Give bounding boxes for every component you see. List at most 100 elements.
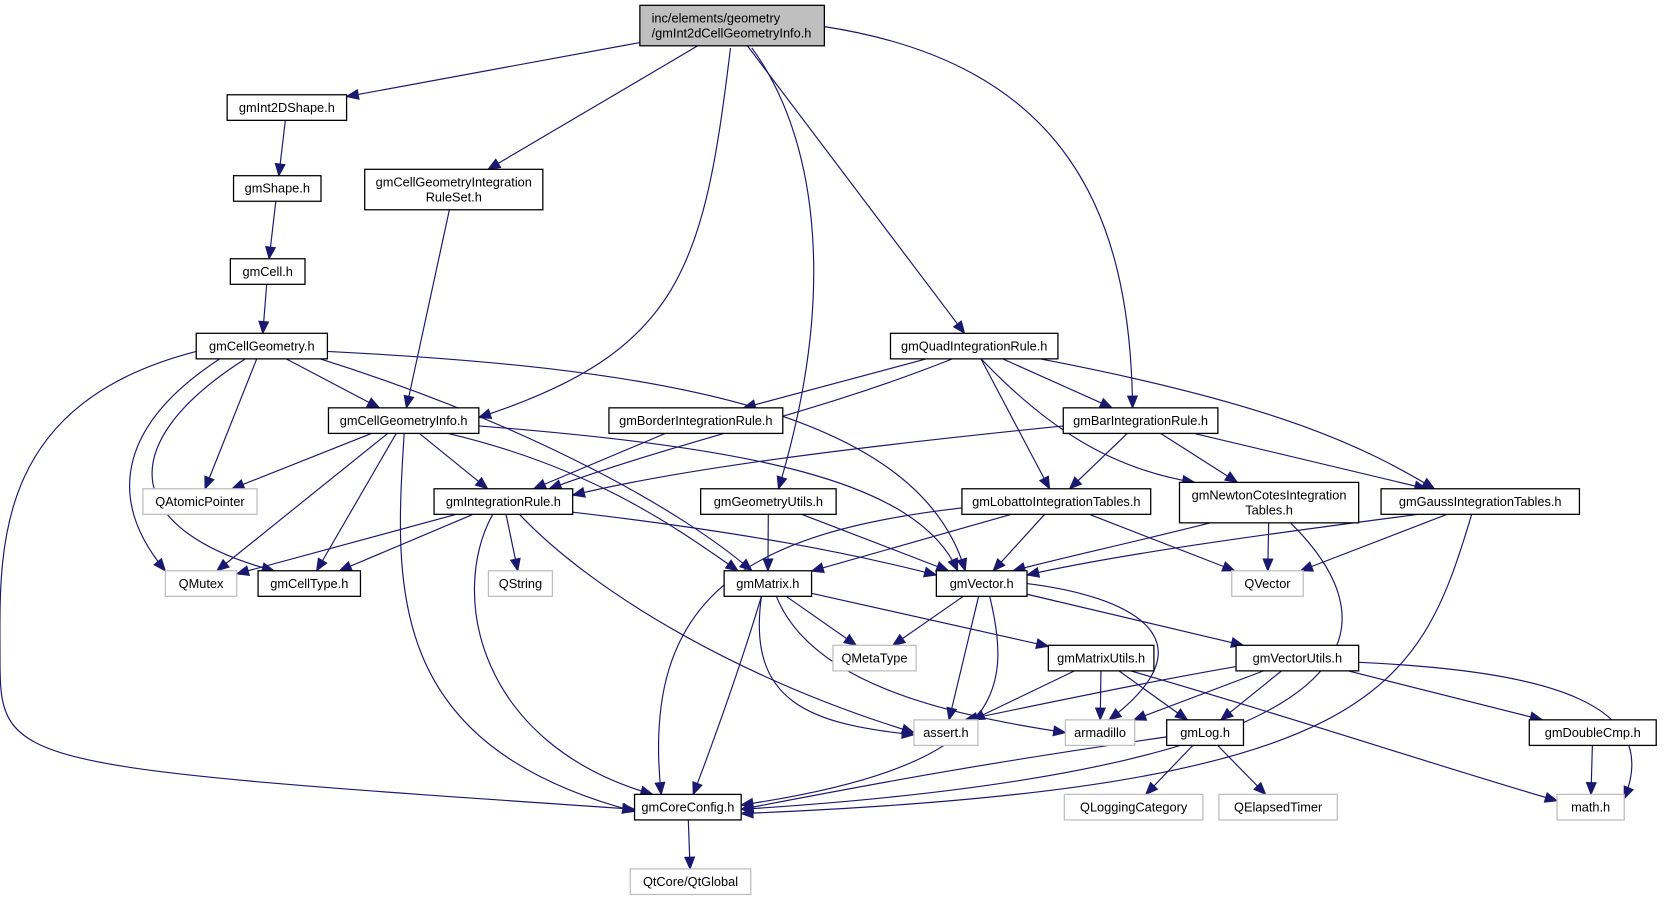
edge-gmCellGeometry-to-gmCellType (151, 358, 275, 572)
edge-gmMatrixUtils-to-math (1130, 670, 1558, 802)
edge-gmLobattoIntegrationTables-to-gmMatrix (811, 513, 1012, 572)
edge-gmLog-to-QElapsedTimer-arrowhead (1253, 781, 1267, 796)
edge-gmQuadIntegrationRule-to-gmBorderIntegrationRule (743, 358, 927, 409)
edge-gmCellGeometryInfo-to-gmMatrix-arrowhead (724, 559, 740, 572)
node-box (487, 570, 554, 597)
node-label: QMetaType (841, 650, 907, 665)
edge-gmLobattoIntegrationTables-to-QVector (1089, 513, 1235, 572)
node-gmCellGeometry[interactable]: gmCellGeometry.h (195, 332, 329, 360)
node-label: QtCore/QtGlobal (643, 874, 738, 889)
edge-gmCellGeometry-to-QMutex-arrowhead (153, 557, 167, 572)
node-gmCell[interactable]: gmCell.h (229, 258, 306, 285)
node-gmVectorUtils[interactable]: gmVectorUtils.h (1235, 644, 1360, 672)
node-label: gmQuadIntegrationRule.h (901, 338, 1047, 353)
node-box (1062, 407, 1219, 435)
edge-root-to-gmBarIntegrationRule-arrowhead (1126, 395, 1139, 410)
edge-gmMatrixUtils-to-gmLog-arrowhead (1174, 708, 1189, 721)
edge-gmCellGeometryInfo-to-gmCellType (316, 433, 397, 572)
node-box (1166, 719, 1245, 747)
node-box (700, 488, 837, 515)
node-gmIntegrationRule[interactable]: gmIntegrationRule.h (433, 488, 574, 515)
edge-gmGaussIntegrationTables-to-QVector (1300, 513, 1448, 572)
node-QtGlobal: QtCore/QtGlobal (629, 868, 752, 896)
edge-gmIntegrationRule-to-QString-arrowhead (509, 557, 521, 573)
node-gmBarIntegrationRule[interactable]: gmBarIntegrationRule.h (1062, 407, 1219, 435)
edge-gmGaussIntegrationTables-to-QVector-arrowhead (1299, 561, 1315, 572)
node-box (629, 868, 752, 896)
edge-gmVectorUtils-to-gmDoubleCmp (1347, 670, 1543, 721)
node-box (1218, 793, 1338, 821)
edge-gmVectorUtils-to-math-arrowhead (1623, 785, 1635, 800)
edge-gmCellGeometryIntegrationRuleSet-to-gmCellGeometryInfo (405, 209, 450, 408)
node-gmDoubleCmp[interactable]: gmDoubleCmp.h (1528, 719, 1657, 747)
edge-gmCellGeometryInfo-to-gmIntegrationRule-arrowhead (474, 476, 489, 490)
node-label: RuleSet.h (426, 189, 482, 204)
node-gmGaussIntegrationTables[interactable]: gmGaussIntegrationTables.h (1380, 488, 1581, 515)
edge-gmBarIntegrationRule-to-gmLobattoIntegrationTables-arrowhead (1068, 476, 1083, 490)
node-gmLobattoIntegrationTables[interactable]: gmLobattoIntegrationTables.h (961, 488, 1152, 515)
node-QAtomicPointer: QAtomicPointer (142, 488, 258, 515)
node-gmMatrixUtils[interactable]: gmMatrixUtils.h (1047, 644, 1155, 672)
edge-gmLobattoIntegrationTables-to-gmCoreConfig-arrowhead (654, 781, 666, 796)
node-gmCoreConfig[interactable]: gmCoreConfig.h (633, 793, 742, 821)
edge-gmCellGeometry-to-QAtomicPointer-arrowhead (204, 475, 215, 491)
node-gmGeometryUtils[interactable]: gmGeometryUtils.h (700, 488, 837, 515)
edge-gmLog-to-gmCoreConfig-arrowhead (739, 801, 755, 813)
edge-root-to-gmBarIntegrationRule (824, 26, 1134, 408)
node-label: gmBarIntegrationRule.h (1073, 413, 1208, 428)
node-label: gmBorderIntegrationRule.h (619, 413, 772, 428)
node-label: gmCellGeometryInfo.h (340, 413, 468, 428)
node-box (1047, 644, 1155, 672)
node-label: gmInt2DShape.h (239, 100, 335, 115)
node-label: gmIntegrationRule.h (446, 494, 561, 509)
node-label: gmDoubleCmp.h (1545, 725, 1641, 740)
edge-gmGeometryUtils-to-gmVector-arrowhead (934, 561, 950, 572)
edge-gmCellGeometry-to-gmVector (327, 350, 966, 571)
node-QVector: QVector (1231, 570, 1304, 597)
edge-gmBarIntegrationRule-to-gmNewtonCotesIntegrationTables-arrowhead (1224, 471, 1239, 484)
edge-gmBarIntegrationRule-to-gmLobattoIntegrationTables (1069, 432, 1128, 490)
edge-gmLobattoIntegrationTables-to-gmMatrix-arrowhead (810, 562, 825, 574)
node-label: gmMatrix.h (736, 576, 799, 591)
edge-gmBarIntegrationRule-to-gmNewtonCotesIntegrationTables (1160, 432, 1238, 483)
node-gmQuadIntegrationRule[interactable]: gmQuadIntegrationRule.h (889, 332, 1059, 360)
node-gmShape[interactable]: gmShape.h (232, 175, 322, 202)
edge-gmGaussIntegrationTables-to-gmVector-arrowhead (1025, 566, 1041, 578)
node-box (633, 793, 742, 821)
node-box (1556, 793, 1625, 821)
node-gmMatrix[interactable]: gmMatrix.h (723, 570, 813, 597)
node-box (961, 488, 1152, 515)
edge-gmCellGeometryInfo-to-gmCoreConfig (399, 433, 635, 812)
node-box (195, 332, 329, 360)
edge-gmMatrix-to-assert (758, 596, 915, 736)
edge-gmMatrixUtils-to-armadillo-arrowhead (1094, 707, 1106, 722)
node-box (1235, 644, 1360, 672)
node-QElapsedTimer: QElapsedTimer (1218, 793, 1338, 821)
node-gmVector[interactable]: gmVector.h (935, 570, 1028, 597)
edge-gmGaussIntegrationTables-to-gmVector (1026, 513, 1419, 576)
edge-gmMatrix-to-armadillo-arrowhead (1052, 725, 1067, 737)
edge-gmNewtonCotesIntegrationTables-to-QVector-arrowhead (1262, 558, 1274, 573)
node-box (164, 570, 238, 597)
node-label: gmCell.h (242, 264, 292, 279)
node-label: gmCoreConfig.h (641, 799, 734, 814)
edge-gmCellGeometryInfo-to-QMutex-arrowhead (215, 558, 230, 572)
edge-gmMatrix-to-QMetaType (785, 595, 857, 646)
edge-gmQuadIntegrationRule-to-gmNewtonCotesIntegrationTables (980, 358, 1195, 483)
node-gmLog[interactable]: gmLog.h (1166, 719, 1245, 747)
node-box (913, 719, 979, 747)
edge-gmVector-to-QMetaType-arrowhead (891, 633, 907, 647)
node-root[interactable]: inc/elements/geometry/gmInt2dCellGeometr… (639, 4, 826, 47)
node-gmInt2DShape[interactable]: gmInt2DShape.h (226, 94, 348, 121)
node-gmCellGeometryInfo[interactable]: gmCellGeometryInfo.h (327, 407, 480, 435)
edge-gmVector-to-assert-arrowhead (946, 706, 958, 722)
edge-gmLobattoIntegrationTables-to-QVector-arrowhead (1221, 561, 1236, 572)
edge-gmIntegrationRule-to-gmCellType-arrowhead (338, 560, 353, 572)
node-gmCellType[interactable]: gmCellType.h (257, 570, 362, 597)
node-label: gmLog.h (1180, 725, 1230, 740)
node-gmBorderIntegrationRule[interactable]: gmBorderIntegrationRule.h (608, 407, 784, 435)
node-label: gmVectorUtils.h (1253, 650, 1342, 665)
edge-gmCellGeometry-to-gmCellGeometryInfo (285, 358, 380, 409)
